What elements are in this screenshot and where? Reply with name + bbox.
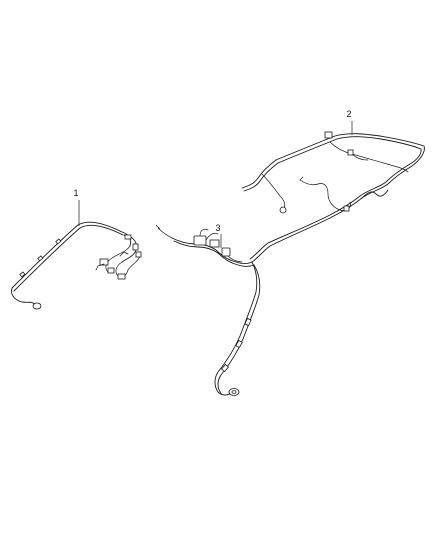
callout-1-label: 1 <box>73 188 78 198</box>
callout-2-label: 2 <box>346 109 351 119</box>
harness-3 <box>155 224 261 396</box>
callout-2: 2 <box>346 109 353 135</box>
callout-3-label: 3 <box>215 223 220 233</box>
harness-2 <box>241 131 425 263</box>
harness-1 <box>11 221 142 310</box>
callout-3: 3 <box>215 223 222 248</box>
callout-1: 1 <box>73 188 80 226</box>
